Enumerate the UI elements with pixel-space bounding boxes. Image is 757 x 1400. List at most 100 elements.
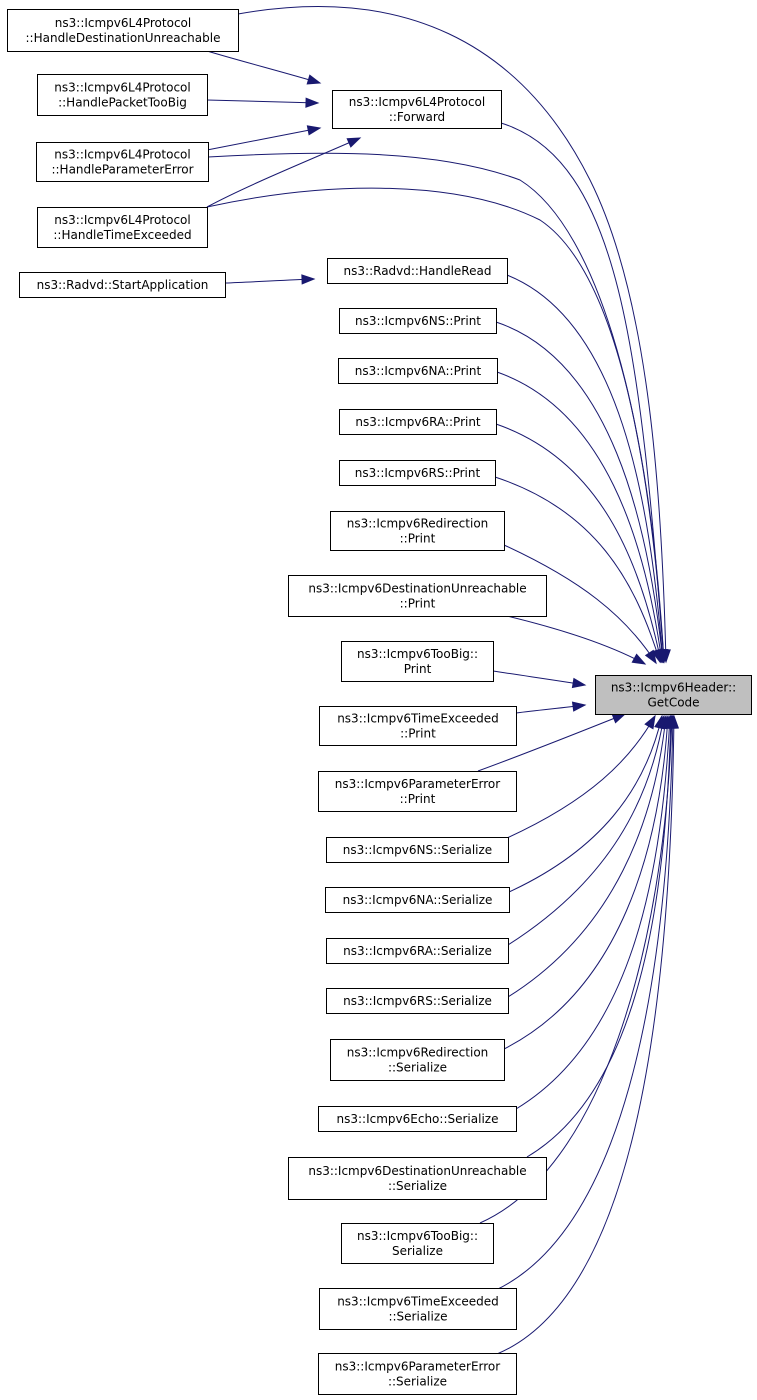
- edge-rs_print-to-target-arrowhead: [651, 648, 662, 664]
- node-box[interactable]: [318, 771, 517, 812]
- node-label: ::Serialize: [388, 1375, 447, 1389]
- node-box[interactable]: [327, 258, 508, 284]
- node-box[interactable]: [330, 511, 505, 551]
- edge-pe_ser-to-target: [496, 715, 675, 1355]
- node-box[interactable]: [341, 641, 494, 682]
- node-hpe[interactable]: ns3::Icmpv6L4Protocol::HandleParameterEr…: [36, 142, 209, 182]
- node-box[interactable]: [36, 142, 209, 182]
- node-box[interactable]: [339, 460, 496, 486]
- edge-startapp-to-hread: [224, 278, 315, 284]
- node-label: ns3::Icmpv6ParameterError: [335, 777, 501, 791]
- node-rs_print[interactable]: ns3::Icmpv6RS::Print: [339, 460, 496, 486]
- node-redir_ser[interactable]: ns3::Icmpv6Redirection::Serialize: [330, 1039, 505, 1081]
- node-hdu[interactable]: ns3::Icmpv6L4Protocol::HandleDestination…: [7, 9, 239, 52]
- node-na_print[interactable]: ns3::Icmpv6NA::Print: [338, 358, 498, 384]
- node-box[interactable]: [288, 1157, 547, 1200]
- node-label: ::Serialize: [388, 1061, 447, 1075]
- node-box[interactable]: [325, 887, 510, 913]
- node-te_ser[interactable]: ns3::Icmpv6TimeExceeded::Serialize: [319, 1288, 517, 1330]
- node-label: ns3::Icmpv6RS::Serialize: [343, 994, 492, 1008]
- edge-pe_ser-to-target-arrowhead: [668, 714, 680, 729]
- node-box[interactable]: [341, 1223, 494, 1264]
- node-label: ::HandleParameterError: [51, 163, 193, 177]
- node-echo_ser[interactable]: ns3::Icmpv6Echo::Serialize: [318, 1106, 517, 1132]
- node-label: ::Forward: [389, 110, 445, 124]
- node-label: ns3::Icmpv6Redirection: [347, 517, 489, 531]
- node-label: GetCode: [647, 696, 699, 710]
- node-label: ns3::Icmpv6Redirection: [347, 1046, 489, 1060]
- node-te_print[interactable]: ns3::Icmpv6TimeExceeded::Print: [319, 706, 517, 746]
- edge-rs_ser-to-target: [507, 715, 667, 998]
- edge-hdu-to-fwd: [206, 50, 321, 84]
- edge-hte-to-fwd: [206, 137, 361, 208]
- edge-startapp-to-hread-arrowhead: [301, 274, 316, 285]
- node-box[interactable]: [318, 1353, 517, 1395]
- node-na_ser[interactable]: ns3::Icmpv6NA::Serialize: [325, 887, 510, 913]
- node-label: ::Serialize: [388, 1310, 447, 1324]
- node-label: ns3::Icmpv6L4Protocol: [55, 16, 191, 30]
- node-box[interactable]: [332, 90, 502, 129]
- node-box[interactable]: [595, 675, 752, 715]
- edge-redir_print-to-target: [503, 544, 657, 664]
- node-target[interactable]: ns3::Icmpv6Header::GetCode: [595, 675, 752, 715]
- node-label: ns3::Icmpv6DestinationUnreachable: [308, 1164, 526, 1178]
- node-startapp[interactable]: ns3::Radvd::StartApplication: [19, 272, 226, 298]
- node-box[interactable]: [288, 575, 547, 617]
- node-box[interactable]: [7, 9, 239, 52]
- node-label: ns3::Icmpv6TooBig::: [357, 1229, 478, 1243]
- node-label: ::Serialize: [388, 1179, 447, 1193]
- edge-rs_print-to-target: [494, 476, 661, 663]
- node-label: ns3::Icmpv6RA::Print: [355, 415, 481, 429]
- node-rs_ser[interactable]: ns3::Icmpv6RS::Serialize: [326, 988, 509, 1014]
- node-du_print[interactable]: ns3::Icmpv6DestinationUnreachable::Print: [288, 575, 547, 617]
- edge-ns_ser-to-target-arrowhead: [644, 714, 656, 730]
- node-redir_print[interactable]: ns3::Icmpv6Redirection::Print: [330, 511, 505, 551]
- edge-du_print-to-target: [506, 615, 646, 665]
- node-label: ns3::Icmpv6RA::Serialize: [343, 944, 492, 958]
- edge-te_print-to-target-arrowhead: [571, 701, 587, 712]
- node-du_ser[interactable]: ns3::Icmpv6DestinationUnreachable::Seria…: [288, 1157, 547, 1200]
- node-tb_ser[interactable]: ns3::Icmpv6TooBig::Serialize: [341, 1223, 494, 1264]
- node-label: ns3::Icmpv6Header::: [611, 681, 736, 695]
- node-ns_ser[interactable]: ns3::Icmpv6NS::Serialize: [326, 837, 509, 863]
- node-box[interactable]: [338, 358, 498, 384]
- node-label: ns3::Icmpv6Echo::Serialize: [337, 1112, 499, 1126]
- node-box[interactable]: [318, 1106, 517, 1132]
- edge-tb_print-to-target: [492, 670, 586, 686]
- node-box[interactable]: [339, 308, 497, 334]
- edge-du_print-to-target-arrowhead: [631, 653, 647, 665]
- node-hptb[interactable]: ns3::Icmpv6L4Protocol::HandlePacketTooBi…: [37, 74, 208, 116]
- node-ra_ser[interactable]: ns3::Icmpv6RA::Serialize: [326, 938, 509, 964]
- node-label: ::Print: [400, 597, 436, 611]
- edge-ra_print-to-target: [495, 423, 662, 663]
- node-label: ns3::Icmpv6TimeExceeded: [337, 712, 499, 726]
- node-box[interactable]: [339, 409, 497, 435]
- node-label: ns3::Icmpv6ParameterError: [335, 1360, 501, 1374]
- node-label: Serialize: [392, 1244, 443, 1258]
- node-hread[interactable]: ns3::Radvd::HandleRead: [327, 258, 508, 284]
- node-box[interactable]: [330, 1039, 505, 1081]
- node-ra_print[interactable]: ns3::Icmpv6RA::Print: [339, 409, 497, 435]
- node-hte[interactable]: ns3::Icmpv6L4Protocol::HandleTimeExceede…: [37, 207, 208, 248]
- node-box[interactable]: [19, 272, 226, 298]
- node-label: ns3::Icmpv6NA::Serialize: [343, 893, 493, 907]
- node-box[interactable]: [37, 207, 208, 248]
- node-box[interactable]: [326, 938, 509, 964]
- node-tb_print[interactable]: ns3::Icmpv6TooBig::Print: [341, 641, 494, 682]
- node-label: ::HandleTimeExceeded: [53, 228, 191, 242]
- node-pe_ser[interactable]: ns3::Icmpv6ParameterError::Serialize: [318, 1353, 517, 1395]
- edge-ns_ser-to-target: [506, 715, 656, 839]
- node-box[interactable]: [326, 837, 509, 863]
- node-label: ns3::Icmpv6NS::Print: [355, 314, 481, 328]
- node-box[interactable]: [319, 1288, 517, 1330]
- node-box[interactable]: [319, 706, 517, 746]
- node-pe_print[interactable]: ns3::Icmpv6ParameterError::Print: [318, 771, 517, 812]
- node-fwd[interactable]: ns3::Icmpv6L4Protocol::Forward: [332, 90, 502, 129]
- node-box[interactable]: [326, 988, 509, 1014]
- edge-pe_print-to-target-arrowhead: [611, 713, 627, 724]
- node-box[interactable]: [37, 74, 208, 116]
- node-ns_print[interactable]: ns3::Icmpv6NS::Print: [339, 308, 497, 334]
- node-label: ::Print: [400, 792, 436, 806]
- edges-layer: [206, 6, 680, 1355]
